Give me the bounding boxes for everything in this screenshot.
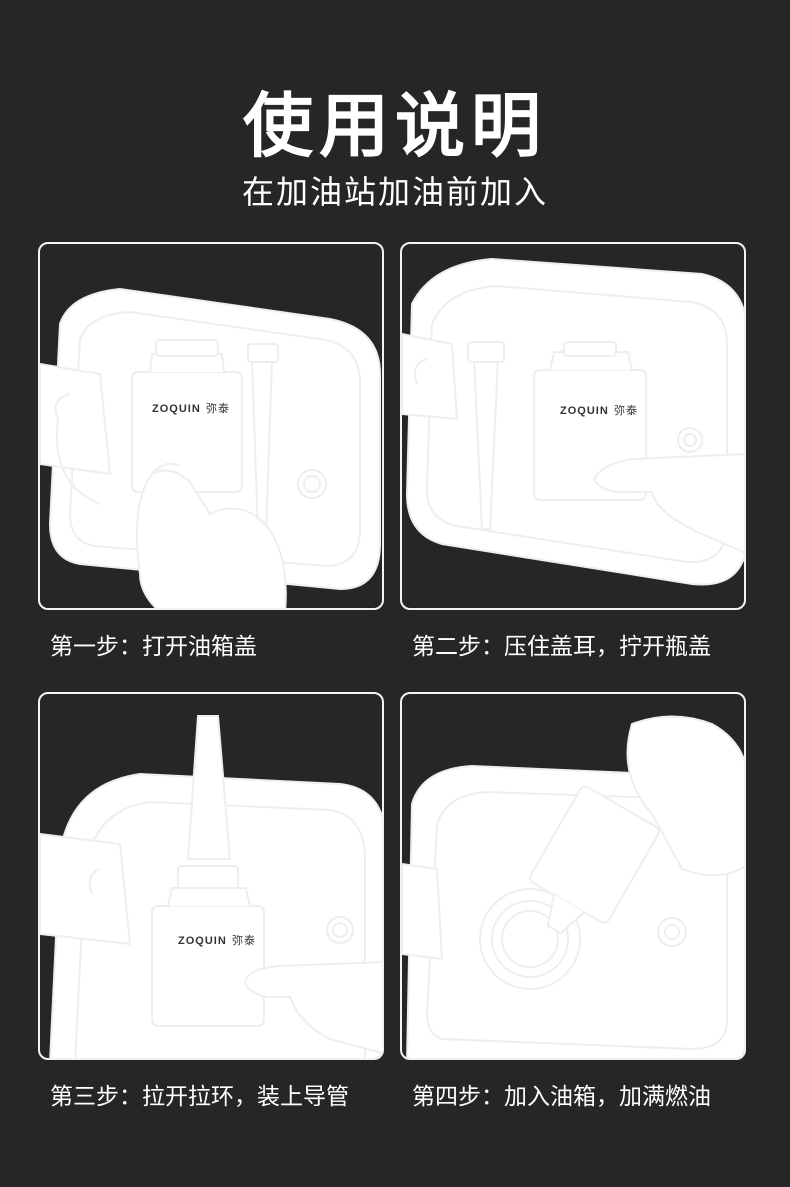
page-subtitle: 在加油站加油前加入 [241, 173, 548, 211]
brand-mark: 弥泰 [232, 933, 256, 947]
step-2-illustration: ZOQUIN 弥泰 [400, 242, 746, 610]
step-4-illustration [400, 692, 746, 1060]
step-3-caption: 第三步：拉开拉环，装上导管 [50, 1084, 349, 1110]
step-3-illustration: ZOQUIN 弥泰 [38, 692, 384, 1060]
step-1-caption: 第一步：打开油箱盖 [50, 634, 257, 660]
brand-label: ZOQUIN [560, 405, 609, 417]
step-2-drawing: ZOQUIN 弥泰 [402, 257, 744, 586]
brand-mark: 弥泰 [614, 403, 638, 417]
brand-label: ZOQUIN [152, 403, 201, 415]
step-4-caption: 第四步：加入油箱，加满燃油 [412, 1084, 711, 1110]
page-title: 使用说明 [243, 85, 547, 167]
step-2-caption: 第二步：压住盖耳，拧开瓶盖 [412, 634, 711, 660]
brand-mark: 弥泰 [206, 401, 230, 415]
step-4-drawing [402, 715, 744, 1058]
brand-label: ZOQUIN [178, 935, 227, 947]
step-3-drawing: ZOQUIN 弥泰 [40, 715, 382, 1058]
step-1-illustration: ZOQUIN 弥泰 [38, 242, 384, 610]
step-1-drawing: ZOQUIN 弥泰 [40, 287, 381, 608]
